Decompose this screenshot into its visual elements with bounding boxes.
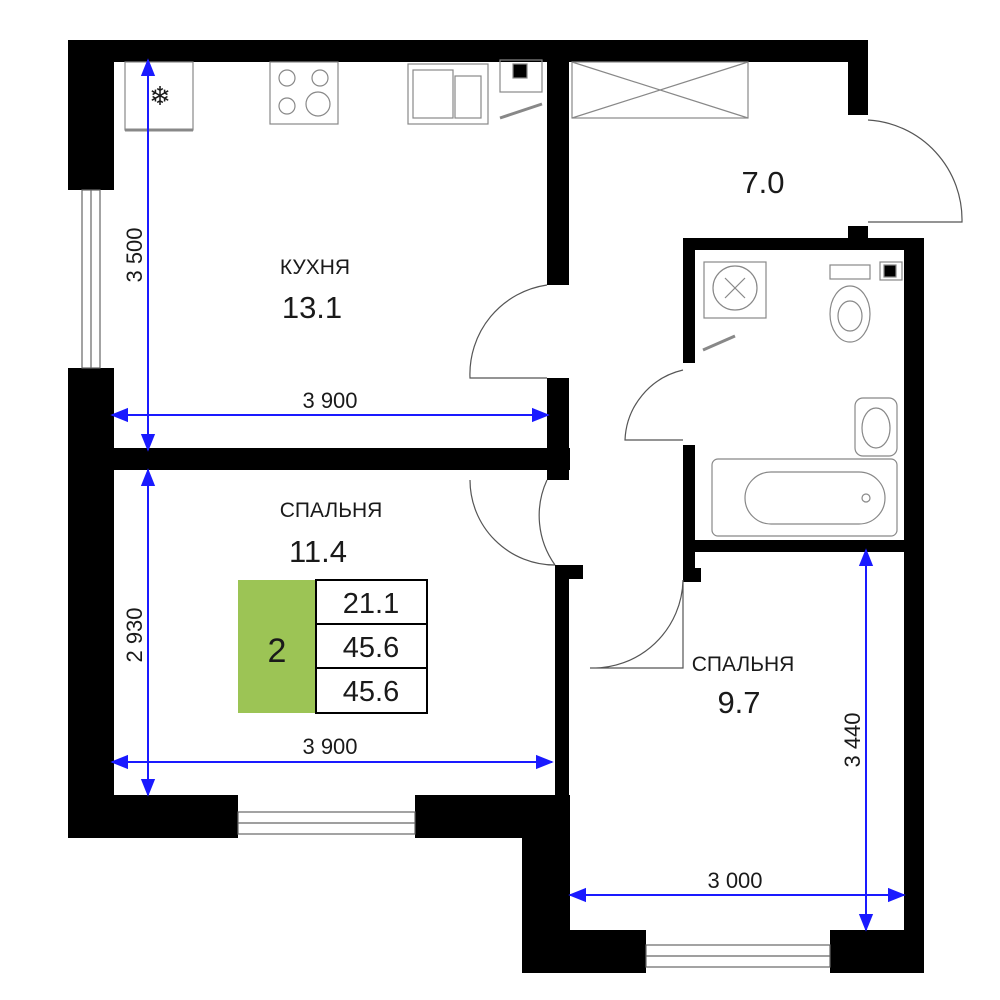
dimension-lines — [110, 58, 906, 932]
summary-legend: 2 21.1 45.6 45.6 — [238, 579, 428, 714]
rooms-count: 2 — [268, 632, 287, 670]
bedroom1-height-label: 2 930 — [122, 607, 147, 662]
walls — [68, 40, 924, 973]
washing-machine — [703, 261, 767, 319]
bathtub — [711, 458, 898, 537]
bedroom1-width-label: 3 900 — [302, 734, 357, 759]
kitchen-width-label: 3 900 — [302, 388, 357, 413]
stove — [269, 61, 339, 125]
wardrobe — [571, 61, 749, 119]
fixtures — [124, 59, 903, 537]
rooms-count-badge — [238, 580, 316, 713]
bedroom2-width-label: 3 000 — [707, 868, 762, 893]
total-area-2: 45.6 — [343, 676, 399, 708]
meter-box — [499, 59, 543, 93]
windows — [81, 189, 831, 968]
bedroom2-name: СПАЛЬНЯ — [692, 653, 795, 676]
kitchen-name: КУХНЯ — [280, 256, 350, 279]
hall-area: 7.0 — [741, 165, 784, 200]
bedroom1-name: СПАЛЬНЯ — [280, 499, 383, 522]
kitchen-height-label: 3 500 — [122, 227, 147, 282]
kitchen-area: 13.1 — [282, 290, 342, 325]
total-area: 45.6 — [343, 632, 399, 664]
doors — [469, 119, 963, 669]
bedroom1-area: 11.4 — [289, 534, 347, 569]
living-area: 21.1 — [343, 588, 399, 620]
washbasin — [854, 397, 898, 457]
bedroom2-height-label: 3 440 — [840, 712, 865, 767]
sink — [407, 63, 489, 125]
snowflake-icon: ❄ — [149, 81, 171, 111]
bedroom2-area: 9.7 — [717, 685, 760, 720]
toilet — [829, 264, 871, 280]
